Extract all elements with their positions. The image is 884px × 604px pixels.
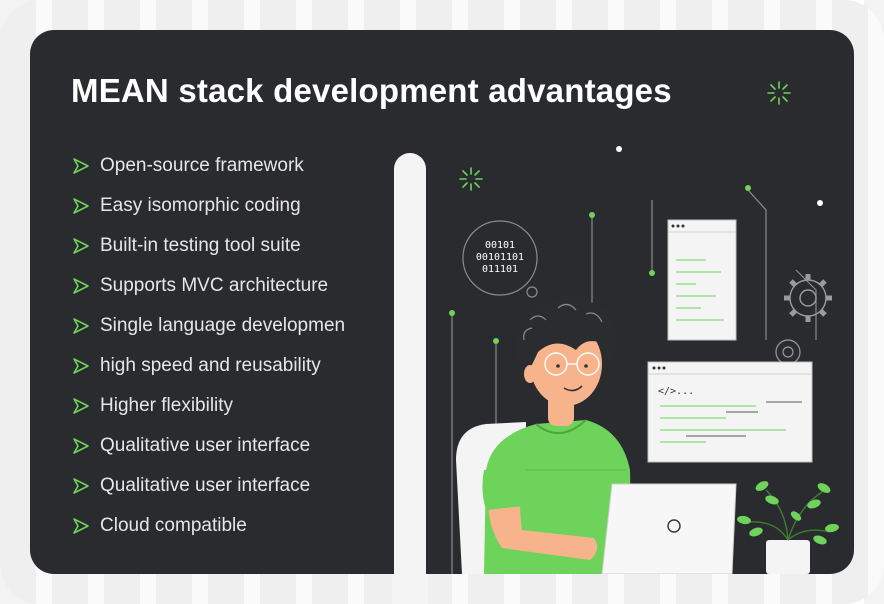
arrow-right-icon [73, 358, 89, 374]
list-item: Qualitative user interface [72, 466, 345, 506]
plant [737, 481, 839, 574]
binary-line: 00101 [485, 240, 515, 251]
code-window-small [667, 219, 737, 341]
list-item-label: Higher flexibility [100, 395, 234, 416]
page-title: MEAN stack development advantages [71, 72, 672, 109]
arrow-right-icon [73, 158, 89, 174]
sparkle-icon [459, 167, 483, 191]
developer-illustration: 00101 00101101 011101 </>... [449, 185, 839, 574]
binary-badge: 00101 00101101 011101 [462, 220, 538, 298]
arrow-right-icon [73, 198, 89, 214]
arrow-right-icon [73, 318, 89, 334]
arrow-right-icon [73, 238, 89, 254]
list-item: Supports MVC architecture [72, 266, 345, 306]
list-item-label: Supports MVC architecture [100, 275, 329, 296]
arrow-right-icon [73, 438, 89, 454]
list-item-label: Qualitative user interface [100, 475, 311, 496]
gear-icon [775, 339, 801, 365]
decor-dot [817, 200, 823, 206]
arrow-right-icon [73, 398, 89, 414]
list-item: Higher flexibility [72, 386, 345, 426]
list-item-label: Open-source framework [100, 155, 304, 176]
list-item-label: Built-in testing tool suite [100, 235, 301, 256]
code-tag: </>... [658, 386, 694, 397]
list-item: Qualitative user interface [72, 426, 345, 466]
list-item-label: high speed and reusability [100, 355, 321, 376]
laptop [601, 483, 737, 574]
sparkle-icon [767, 81, 791, 105]
list-item-label: Single language developmen [100, 315, 346, 336]
list-item: Open-source framework [72, 146, 345, 186]
list-item-label: Cloud compatible [100, 515, 247, 536]
decor-dot [616, 146, 622, 152]
list-item: Single language developmen [72, 306, 345, 346]
binary-line: 00101101 [476, 252, 524, 263]
list-item: Built-in testing tool suite [72, 226, 345, 266]
code-window-large: </>... [647, 361, 813, 463]
arrow-right-icon [73, 518, 89, 534]
list-item-label: Easy isomorphic coding [100, 195, 301, 216]
list-item: high speed and reusability [72, 346, 345, 386]
arrow-right-icon [73, 478, 89, 494]
list-item: Cloud compatible [72, 506, 345, 546]
list-item: Easy isomorphic coding [72, 186, 345, 226]
list-item-label: Qualitative user interface [100, 435, 311, 456]
gear-icon [784, 274, 832, 322]
arrow-right-icon [73, 278, 89, 294]
panel-divider [394, 153, 426, 576]
advantages-list: Open-source framework Easy isomorphic co… [72, 146, 345, 546]
panel-divider-base [392, 574, 428, 604]
binary-line: 011101 [482, 264, 518, 275]
person-hair [515, 295, 617, 378]
